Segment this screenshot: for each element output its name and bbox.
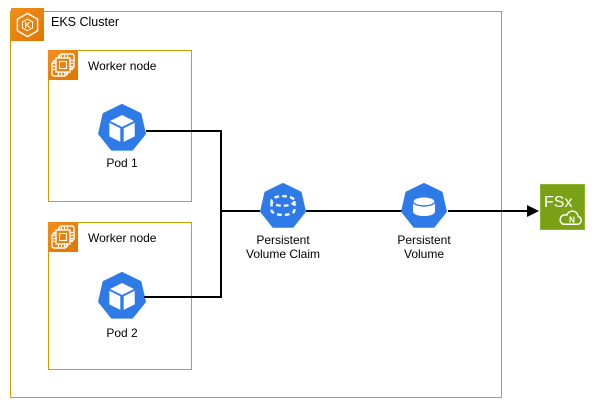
pvc-to-pv-line bbox=[306, 210, 402, 212]
worker-node-chip-icon bbox=[48, 222, 78, 252]
pv-label: Persistent Volume bbox=[354, 233, 494, 261]
pvc-label: Persistent Volume Claim bbox=[213, 233, 353, 261]
pod2-connector-line bbox=[144, 296, 222, 298]
eks-cluster-icon: K bbox=[11, 8, 44, 41]
fsx-badge-n: N bbox=[569, 215, 575, 225]
junction-vertical-line bbox=[220, 130, 222, 298]
pod1-connector-line bbox=[146, 130, 222, 132]
eks-cluster-label: EKS Cluster bbox=[51, 15, 120, 29]
pv-to-fsx-line bbox=[448, 210, 530, 212]
persistent-volume-icon bbox=[401, 183, 447, 229]
pod-2-label: Pod 2 bbox=[106, 326, 138, 340]
worker-node-1-label: Worker node bbox=[88, 59, 157, 73]
fsx-netapp-ontap-icon: FSx N bbox=[540, 184, 585, 230]
fsx-label: FSx bbox=[544, 194, 573, 211]
kubernetes-pod-1-icon bbox=[98, 104, 146, 152]
worker-node-2-label: Worker node bbox=[88, 231, 157, 245]
eks-hexagon-k-glyph: K bbox=[16, 12, 39, 38]
junction-to-pvc-line bbox=[220, 210, 260, 212]
pod-1-label: Pod 1 bbox=[106, 156, 138, 170]
worker-node-chip-icon bbox=[48, 50, 78, 80]
pvc-label-line2: Volume Claim bbox=[245, 246, 321, 261]
fsx-cloud-n-glyph: N bbox=[559, 210, 582, 225]
svg-text:K: K bbox=[25, 21, 31, 30]
pv-label-line2: Volume bbox=[403, 246, 445, 261]
pvc-label-line1: Persistent bbox=[256, 233, 310, 247]
kubernetes-pod-2-icon bbox=[98, 272, 146, 320]
persistent-volume-claim-icon bbox=[260, 183, 306, 229]
arrowhead-icon bbox=[527, 205, 539, 217]
pv-label-line1: Persistent bbox=[397, 233, 451, 247]
